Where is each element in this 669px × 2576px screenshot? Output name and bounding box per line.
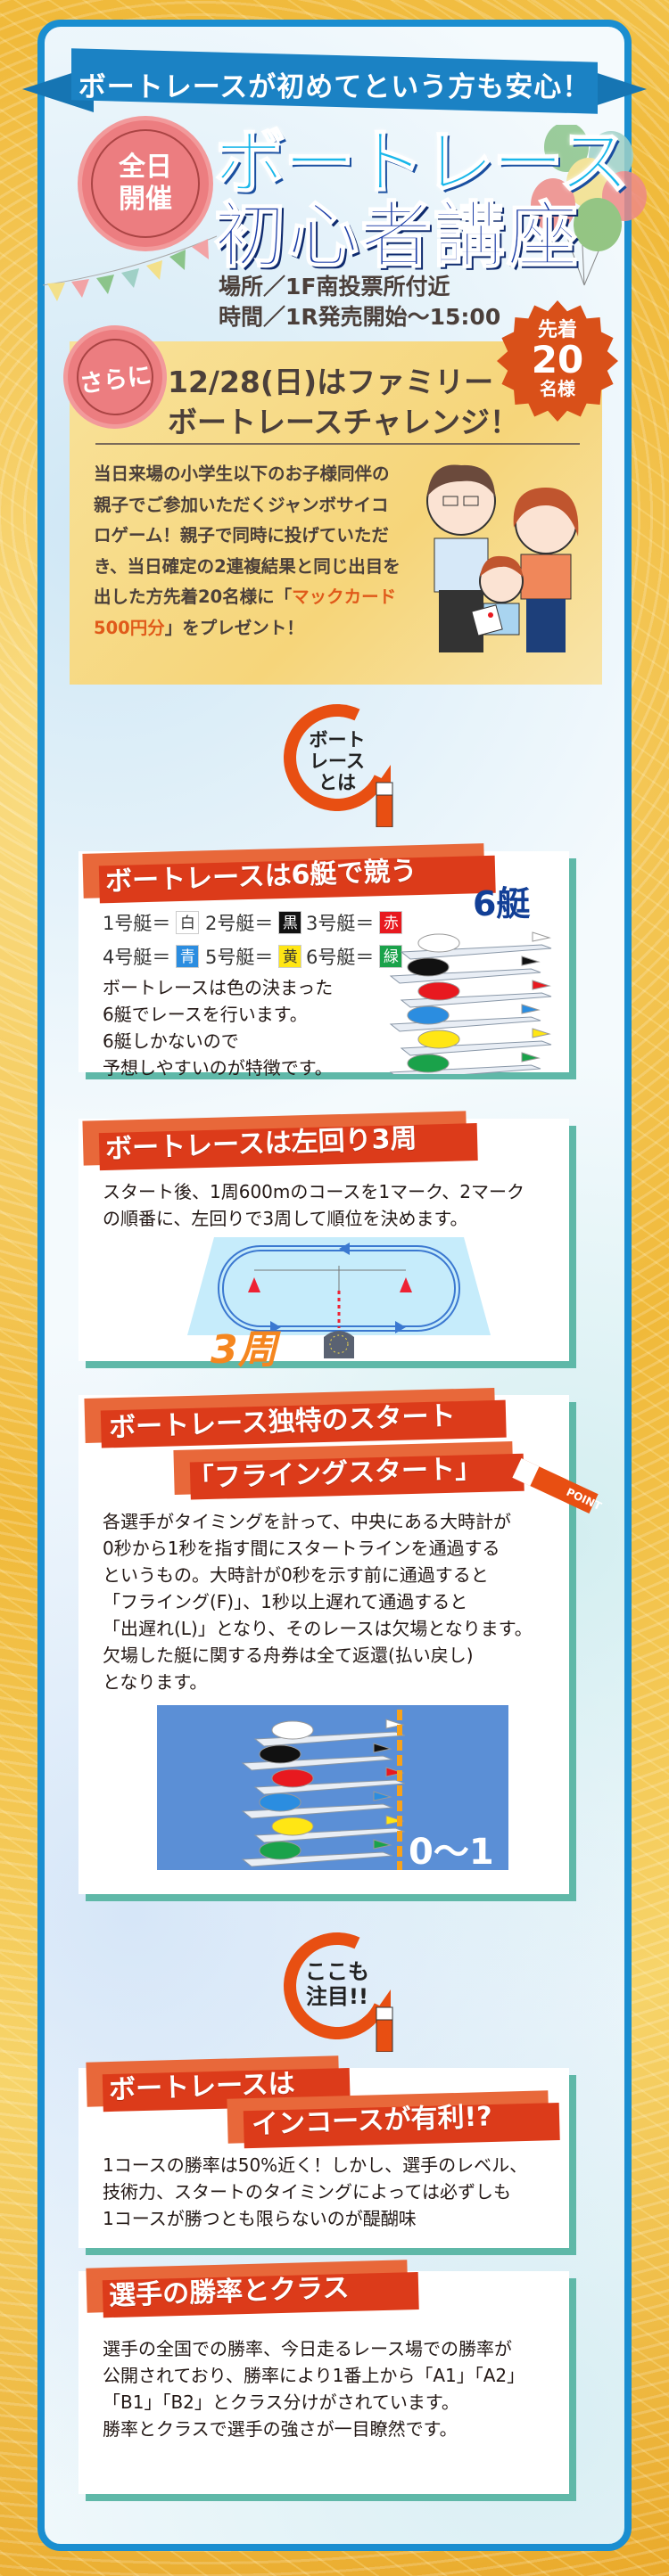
- boat-number: 5号艇＝: [205, 947, 274, 968]
- race-course-diagram: [187, 1237, 491, 1358]
- limit-line2: 名様: [540, 378, 575, 399]
- about-line3: とは: [318, 772, 356, 793]
- boat-number: 1号艇＝: [103, 913, 171, 934]
- boat-color-legend: 1号艇＝白 2号艇＝黒 3号艇＝赤 4号艇＝青 5号艇＝黄 6号艇＝緑: [103, 909, 403, 970]
- three-laps-label: 3周: [211, 1327, 277, 1373]
- place-info: 場所／1F南投票所付近: [219, 274, 450, 299]
- boat-2: [389, 956, 541, 984]
- text-line: 「出遅れ(L)」となり、そのレースは欠場となります。: [103, 1618, 533, 1639]
- color-chip-yellow: 黄: [278, 945, 302, 968]
- boat-number: 6号艇＝: [306, 947, 375, 968]
- timing-label: 0〜1秒: [409, 1832, 494, 1870]
- family-illustration: [426, 464, 579, 652]
- six-boats-illustration: [389, 931, 552, 1074]
- marker-pen-icon: [376, 1989, 393, 2052]
- mac-card-highlight: マックカード500円分: [94, 587, 397, 638]
- desc-text-end: 」をプレゼント！: [164, 617, 304, 638]
- boat-1: [400, 931, 552, 960]
- boat-6: [241, 1839, 393, 1867]
- boat-color-item: 1号艇＝白: [103, 909, 205, 936]
- six-boats-label: 6艇: [473, 884, 531, 923]
- badge-ring: [91, 129, 200, 238]
- boat-4: [241, 1791, 393, 1819]
- marker-pen-icon: [376, 765, 393, 827]
- flying-start-text: 各選手がタイミングを計って、中央にある大時計が 0秒から1秒を指す間にスタートライ…: [103, 1508, 533, 1695]
- text-line: 選手の全国での勝率、今日走るレース場での勝率が: [103, 2338, 512, 2359]
- text-line: 欠場した艇に関する舟券は全て返還(払い戻し): [103, 1645, 474, 1666]
- bunting-flags: [43, 235, 218, 301]
- text-line: 「フライング(F)」、1秒以上遅れて通過すると: [103, 1591, 468, 1612]
- boat-2: [241, 1743, 393, 1771]
- boat-color-item: 2号艇＝黒: [205, 909, 306, 936]
- color-chip-blue: 青: [176, 945, 200, 968]
- top-ribbon-banner: ボートレースが初めてという方も安心！: [22, 48, 647, 114]
- boat-number: 4号艇＝: [103, 947, 171, 968]
- focus-line2: 注目!!: [306, 1984, 368, 2009]
- inside-course-heading-line2: インコースが有利!?: [251, 2101, 493, 2141]
- title-line1: ボートレース: [213, 120, 631, 205]
- balloons-illustration: [531, 125, 647, 286]
- text-line: 1コースの勝率は50%近く！しかし、選手のレベル、: [103, 2154, 528, 2176]
- color-chip-white: 白: [176, 911, 200, 934]
- text-line: スタート後、1周600mのコースを1マーク、2マーク: [103, 1181, 525, 1202]
- three-laps-text: スタート後、1周600mのコースを1マーク、2マークの順番に、左回りで3周して順…: [103, 1178, 524, 1232]
- limit-line1: 先着: [537, 319, 577, 341]
- win-rate-text: 選手の全国での勝率、今日走るレース場での勝率が公開されており、勝率により1番上か…: [103, 2335, 524, 2442]
- about-badge-text: ボートレースとは: [294, 729, 380, 793]
- win-rate-heading: 選手の勝率とクラス: [108, 2272, 351, 2312]
- text-line: 各選手がタイミングを計って、中央にある大時計が: [103, 1511, 511, 1532]
- text-line: 1コースが勝つとも限らないのが醍醐味: [103, 2208, 417, 2229]
- boat-3: [253, 1767, 406, 1795]
- focus-line1: ここも: [305, 1959, 369, 1984]
- boat-number: 2号艇＝: [205, 913, 274, 934]
- boat-4: [389, 1004, 541, 1032]
- time-info: 時間／1R発売開始～15:00: [219, 304, 501, 330]
- about-line1: ボート: [309, 729, 366, 751]
- text-line: というもの。大時計が0秒を示す前に通過すると: [103, 1564, 489, 1586]
- boat-5: [400, 1028, 552, 1056]
- text-line: となります。: [103, 1671, 208, 1693]
- flying-start-illustration: 0〜1秒: [157, 1705, 508, 1870]
- badge-ring: [71, 333, 159, 421]
- text-line: 予想しやすいのが特徴です。: [103, 1057, 333, 1079]
- text-line: 勝率とクラスで選手の強さが一目瞭然です。: [103, 2418, 458, 2440]
- divider: [95, 443, 580, 445]
- all-day-badge: 全日開催: [82, 120, 209, 247]
- inside-course-text: 1コースの勝率は50%近く！しかし、選手のレベル、技術力、スタートのタイミングに…: [103, 2152, 527, 2232]
- text-line: 公開されており、勝率により1番上から「A1」「A2」: [103, 2365, 525, 2386]
- text-line: の順番に、左回りで3周して順位を決めます。: [103, 1208, 468, 1229]
- boat-3: [400, 980, 552, 1008]
- first-20-starburst: 先着 20 名様: [497, 300, 618, 422]
- text-line: 技術力、スタートのタイミングによっては必ずしも: [103, 2181, 511, 2203]
- boat-color-item: 3号艇＝赤: [306, 909, 404, 936]
- about-line2: レース: [310, 751, 365, 772]
- family-title-line1: 12/28(日)はファミリー: [168, 365, 494, 399]
- ribbon-text: ボートレースが初めてという方も安心！: [78, 71, 591, 103]
- six-boats-text: ボートレースは色の決まった 6艇でレースを行います。 6艇しかないので予想しやすいの…: [103, 974, 333, 1081]
- text-line: 「B1」「B2」とクラス分けがされています。: [103, 2391, 459, 2413]
- title-line2: 初心者講座: [213, 193, 580, 278]
- text-line: 6艇でレースを行います。: [103, 1004, 308, 1025]
- text-line: ボートレースは色の決まった: [103, 977, 334, 998]
- boat-color-item: 6号艇＝緑: [306, 943, 404, 970]
- boat-6: [389, 1052, 541, 1074]
- family-title-line2: ボートレースチャレンジ！: [168, 405, 520, 439]
- desc-text: 当日来場の小学生以下のお子様同伴の親子でご参加いただくジャンボサイコロゲーム！親…: [94, 464, 401, 607]
- text-line: 6艇しかないので: [103, 1030, 239, 1052]
- text-line: 0秒から1秒を指す間にスタートラインを通過する: [103, 1538, 500, 1559]
- limit-number: 20: [531, 338, 584, 381]
- color-chip-green: 緑: [379, 945, 403, 968]
- family-description: 当日来場の小学生以下のお子様同伴の親子でご参加いただくジャンボサイコロゲーム！親…: [94, 459, 401, 644]
- boat-5: [253, 1815, 406, 1843]
- color-chip-black: 黒: [278, 911, 302, 934]
- start-boats-graphic: [241, 1710, 406, 1870]
- boat-number: 3号艇＝: [306, 913, 375, 934]
- boat-1: [253, 1719, 406, 1747]
- focus-badge-text: ここも注目!!: [294, 1959, 380, 2009]
- boat-color-item: 4号艇＝青: [103, 943, 205, 970]
- color-chip-red: 赤: [379, 911, 403, 934]
- boat-color-item: 5号艇＝黄: [205, 943, 306, 970]
